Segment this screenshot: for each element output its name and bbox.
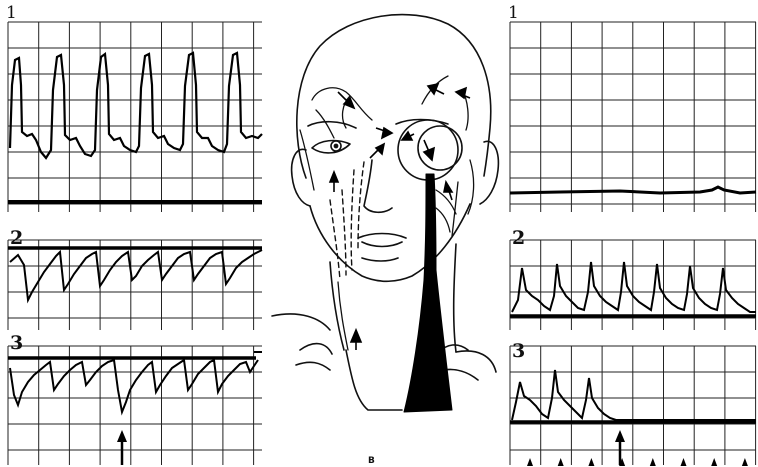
- arrow-temple-right: [456, 88, 470, 98]
- right-trace-2-waveform: [512, 262, 756, 312]
- right-label-1: 1: [508, 3, 519, 23]
- right-trace-3-waveform: [512, 370, 756, 420]
- clavicle: [296, 362, 478, 380]
- right-grid-3: [510, 346, 756, 465]
- right-grid-1: [510, 22, 756, 212]
- left-trace-1-waveform: [10, 53, 262, 158]
- carotid-left: [338, 282, 348, 350]
- nose: [364, 160, 392, 212]
- left-trace-3-waveform: [10, 360, 258, 412]
- tick-arrow: [711, 458, 717, 466]
- tick-arrow: [650, 458, 656, 466]
- tick-arrow: [681, 458, 687, 466]
- tick-arrow: [588, 458, 594, 466]
- mouth: [358, 234, 406, 247]
- arrow-forehead-left: [338, 92, 354, 108]
- right-label-3: 3: [512, 340, 525, 362]
- right-grids: [510, 22, 756, 465]
- arrow-neck: [351, 330, 361, 350]
- right-ear: [480, 141, 498, 204]
- neck-right: [454, 244, 456, 352]
- left-stimulus-arrow: [117, 430, 127, 465]
- head-illustration: [272, 15, 498, 412]
- left-label-1: 1: [6, 3, 17, 23]
- right-tick-arrows: [527, 458, 748, 466]
- left-trace-1: 1: [6, 3, 262, 202]
- left-label-2: 2: [10, 227, 23, 249]
- tick-arrow: [742, 458, 748, 466]
- arrow-forehead-center: [376, 128, 392, 138]
- right-globe: [418, 126, 462, 170]
- tick-arrow: [558, 458, 564, 466]
- left-grids: [8, 22, 262, 465]
- left-grid-1: [8, 22, 262, 212]
- arrow-forehead-right: [428, 84, 444, 94]
- right-stimulus-arrow: [615, 430, 625, 465]
- occluded-artery: [404, 174, 452, 412]
- center-caption: B: [368, 456, 375, 466]
- left-eyebrow: [308, 122, 356, 128]
- left-label-3: 3: [10, 332, 23, 354]
- right-label-2: 2: [512, 227, 525, 249]
- neck-left: [330, 262, 344, 350]
- jaw: [310, 204, 470, 281]
- vessels-temple: [300, 130, 474, 236]
- neck-base: [346, 350, 402, 410]
- tick-arrow: [527, 458, 533, 466]
- right-trace-1: 1: [508, 3, 756, 193]
- chin-fold: [362, 258, 398, 261]
- left-trace-2: 2: [8, 227, 262, 300]
- vessels-forehead: [312, 76, 468, 138]
- left-grid-2: [8, 240, 262, 330]
- arrow-orbit-right: [424, 140, 434, 160]
- arrow-cheek: [330, 172, 338, 192]
- arrow-nose: [370, 144, 384, 158]
